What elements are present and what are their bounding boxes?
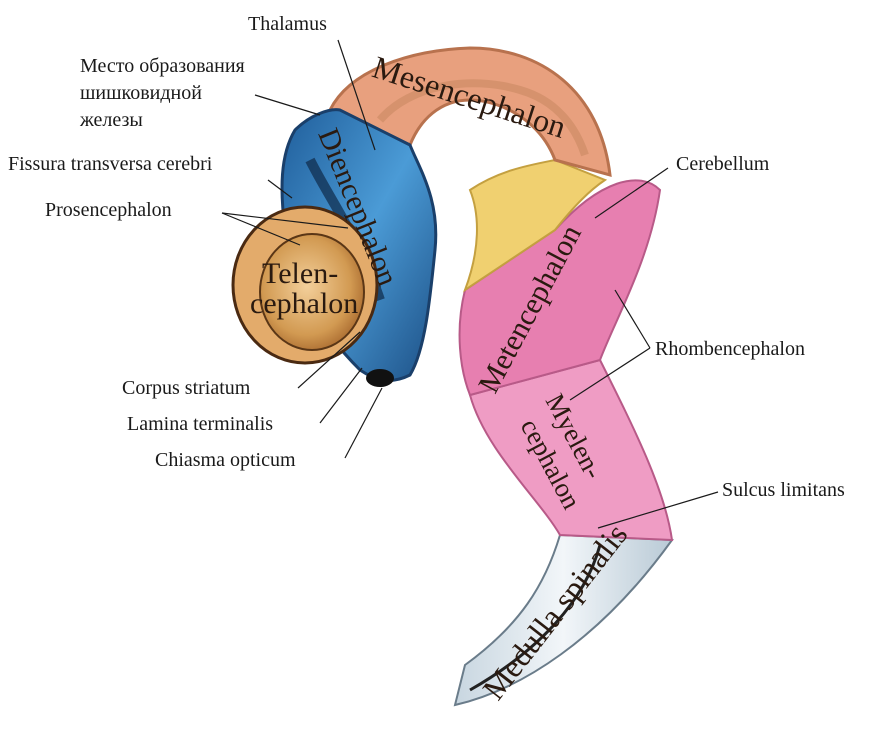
leader-chiasma-opticum [345, 388, 382, 458]
leader-rhombencephalon-a [615, 290, 650, 348]
label-pineal-line3: железы [79, 109, 143, 131]
label-thalamus: Thalamus [248, 13, 327, 35]
region-telencephalon-line1: Telen- [262, 257, 338, 290]
label-pineal-line1: Место образования [80, 55, 245, 77]
label-lamina-terminalis: Lamina terminalis [127, 413, 273, 435]
label-rhombencephalon: Rhombencephalon [655, 338, 805, 360]
region-telencephalon-line2: cephalon [250, 287, 358, 320]
label-cerebellum: Cerebellum [676, 153, 770, 175]
label-sulcus-limitans: Sulcus limitans [722, 479, 845, 501]
leader-pineal [255, 95, 320, 115]
label-fissura-transversa-cerebri: Fissura transversa cerebri [8, 153, 213, 175]
label-prosencephalon: Prosencephalon [45, 199, 172, 221]
chiasma-opticum-shape [366, 369, 394, 387]
label-pineal-line2: шишковидной [80, 82, 202, 104]
leader-lamina-terminalis [320, 368, 362, 423]
label-corpus-striatum: Corpus striatum [122, 377, 251, 399]
label-chiasma-opticum: Chiasma opticum [155, 449, 296, 471]
